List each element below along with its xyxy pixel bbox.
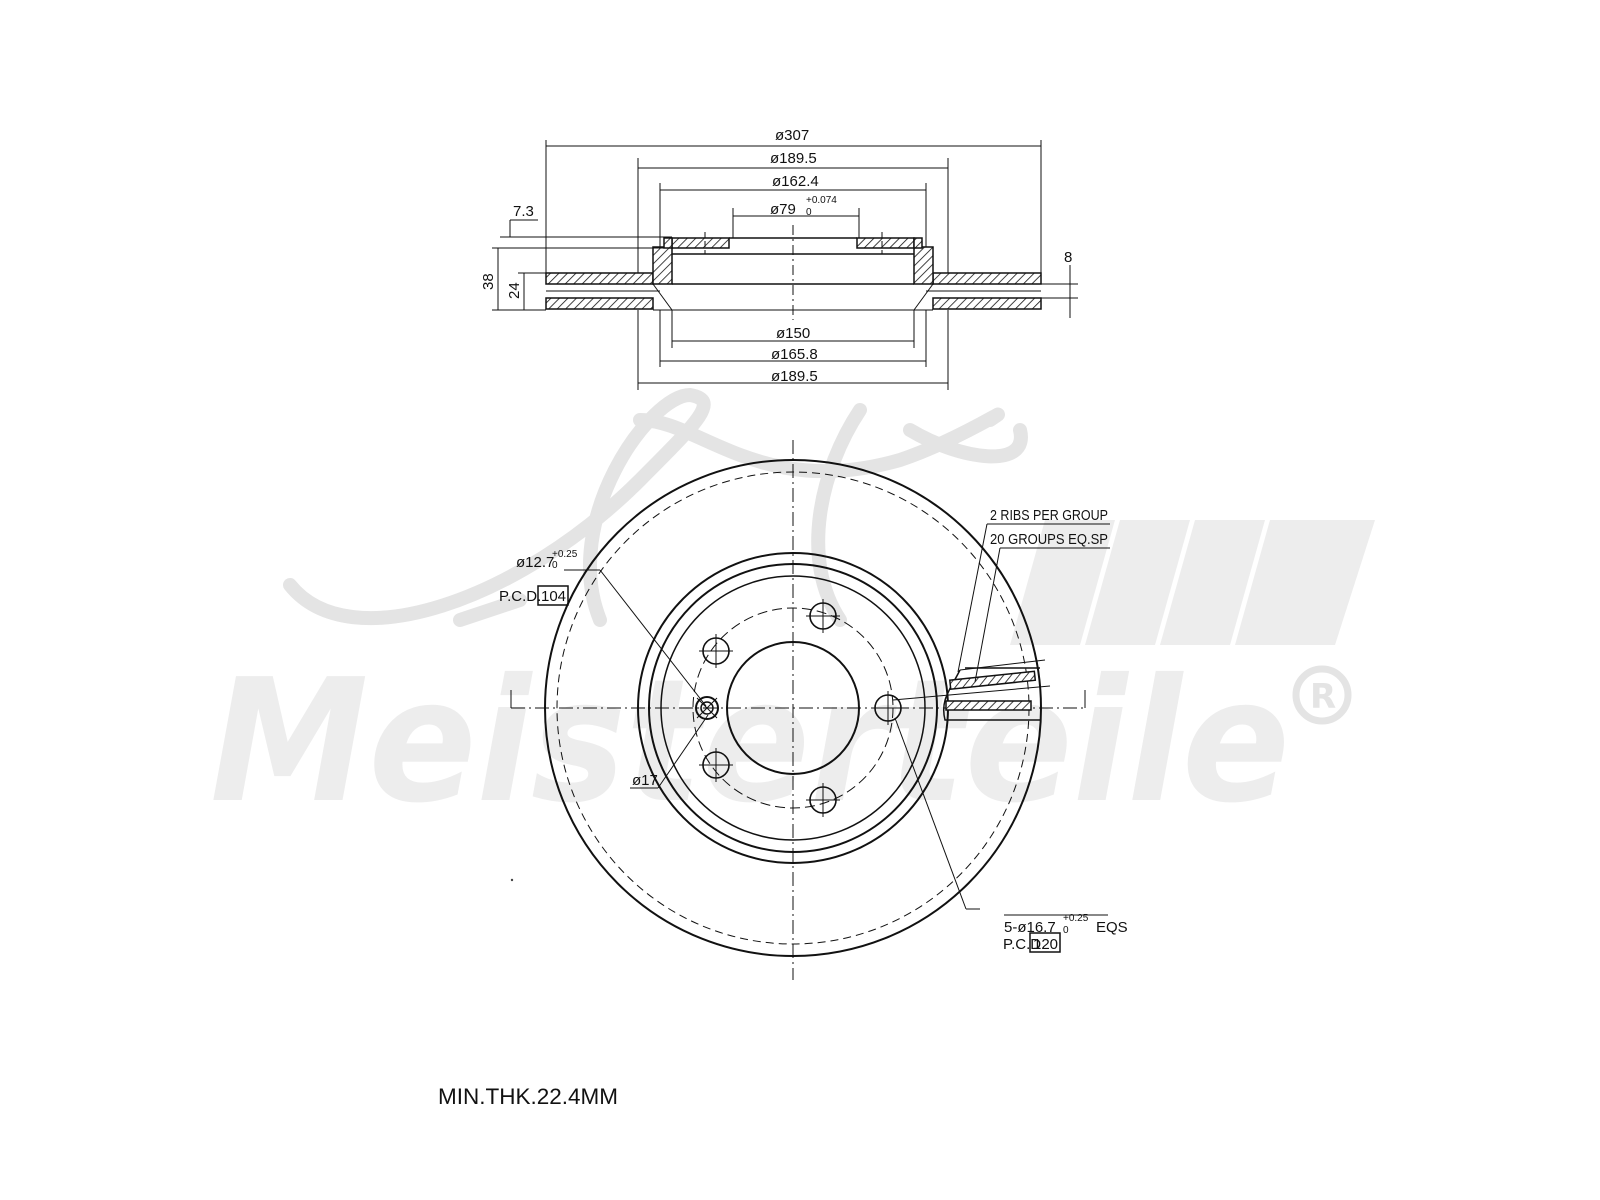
pcd-box-right	[1029, 932, 1061, 953]
dim-162-4: ø162.4	[772, 173, 819, 190]
front-view-labels: 2 RIBS PER GROUP 20 GROUPS EQ.SP ø12.7 +…	[499, 507, 1128, 953]
dim-189-5-bottom: ø189.5	[771, 368, 818, 385]
section-view-labels: ø307 ø189.5 ø162.4 ø79 +0.074 0 7.3 38 2…	[480, 127, 1072, 385]
bolt-eqs: EQS	[1096, 919, 1128, 936]
dim-7-3: 7.3	[513, 203, 534, 220]
hat-step	[648, 563, 938, 853]
pcd-label-right: P.C.D.	[1003, 936, 1045, 953]
pcd-label-left: P.C.D.	[499, 588, 541, 605]
bolt-tol-lower: 0	[1063, 925, 1069, 936]
leader-lines	[564, 523, 1110, 916]
bolt-tol-upper: +0.25	[1063, 913, 1089, 924]
watermark-brand-text: Meisterteile	[210, 643, 1290, 841]
bolt-holes	[699, 599, 905, 817]
hole-small-tol-upper: +0.25	[552, 549, 578, 560]
watermark-logo-mark	[283, 387, 1028, 627]
center-bore	[726, 641, 860, 775]
ribs-note-line2: 20 GROUPS EQ.SP	[990, 531, 1108, 548]
disc-section-hatched	[545, 232, 1042, 311]
stray-dot	[510, 878, 514, 882]
hole-small-dim: ø12.7	[516, 554, 554, 571]
dim-17: ø17	[632, 772, 658, 789]
watermark-registered-mark: R	[1292, 665, 1352, 725]
section-view	[492, 140, 1078, 390]
pcd-box-left	[537, 585, 569, 606]
hat-inner	[660, 575, 926, 841]
bolt-holes-dim: 5-ø16.7	[1004, 919, 1056, 936]
dim-79-tol-upper: +0.074	[806, 195, 837, 206]
hole-small-tol-lower: 0	[552, 560, 558, 571]
dim-8: 8	[1064, 249, 1072, 266]
dim-189-5-top: ø189.5	[770, 150, 817, 167]
disc-outer-edge	[544, 459, 1042, 957]
min-thickness-note: MIN.THK.22.4MM	[438, 1084, 618, 1109]
dim-150: ø150	[776, 325, 810, 342]
dim-79-tol-lower: 0	[806, 207, 812, 218]
dim-24: 24	[506, 282, 523, 299]
front-view	[510, 440, 1110, 980]
pcd-value-right: 120	[1033, 936, 1058, 953]
watermark-stripes	[1010, 520, 1375, 645]
pcd-value-left: 104	[541, 588, 566, 605]
svg-text:R: R	[1310, 677, 1336, 717]
dim-38: 38	[480, 273, 497, 290]
ribs-note-line1: 2 RIBS PER GROUP	[990, 507, 1108, 524]
dim-307: ø307	[775, 127, 809, 144]
locating-hole	[695, 696, 719, 720]
dimension-lines-top	[492, 140, 1078, 318]
dimension-lines-bottom	[637, 310, 949, 390]
dim-165-8: ø165.8	[771, 346, 818, 363]
watermark: Meisterteile R	[210, 387, 1375, 841]
dim-79: ø79	[770, 201, 796, 218]
